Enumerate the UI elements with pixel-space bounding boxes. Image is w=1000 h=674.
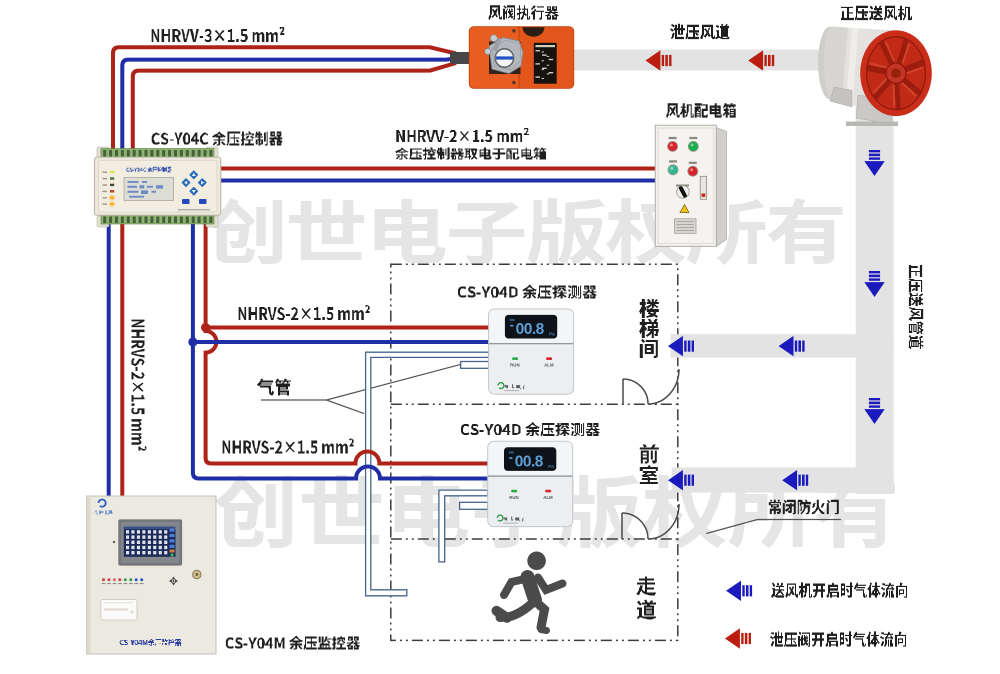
- svg-text:RUN: RUN: [510, 362, 520, 367]
- svg-text:ALM: ALM: [544, 362, 554, 367]
- svg-text:RUN: RUN: [509, 495, 519, 500]
- svg-text:ALM: ALM: [543, 495, 553, 500]
- svg-text:Pa: Pa: [548, 464, 554, 469]
- svg-text:00.8: 00.8: [516, 321, 545, 338]
- svg-text:Pa: Pa: [549, 331, 555, 336]
- svg-text:00.8: 00.8: [515, 453, 544, 470]
